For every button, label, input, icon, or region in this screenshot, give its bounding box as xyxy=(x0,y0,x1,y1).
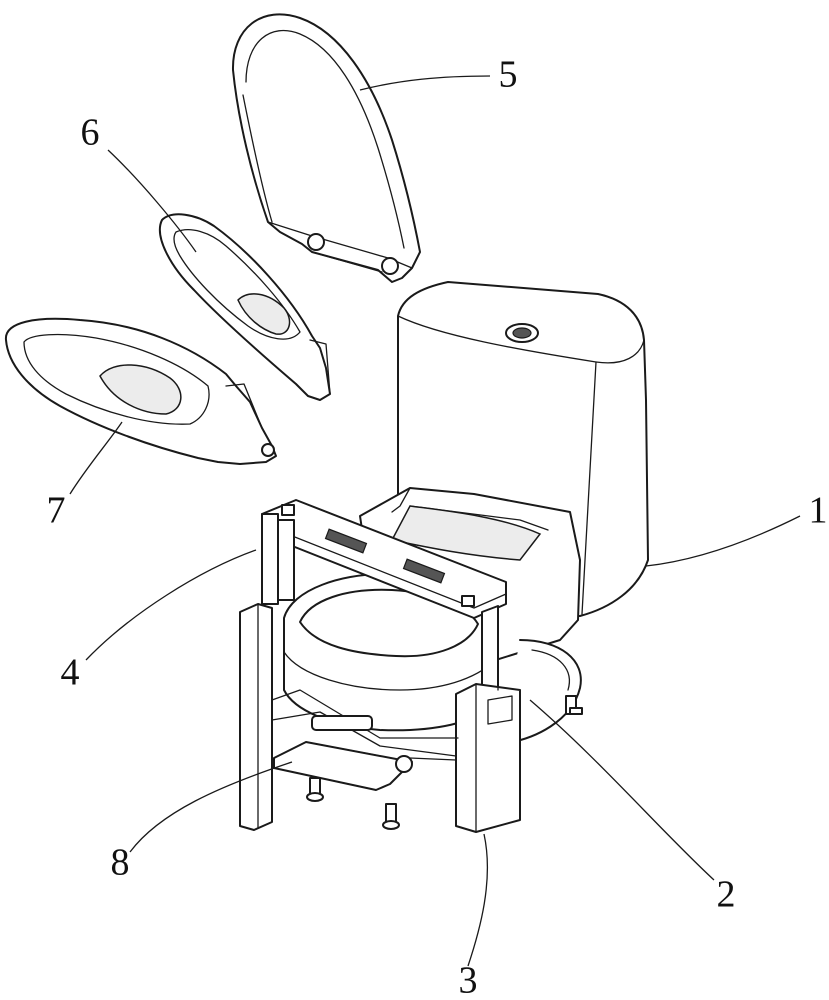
callout-5: 5 xyxy=(499,54,518,96)
leader-8 xyxy=(129,761,293,853)
callout-7: 7 xyxy=(47,490,66,532)
leader-6 xyxy=(107,149,197,253)
leader-1 xyxy=(645,515,801,567)
callout-6: 6 xyxy=(81,112,100,154)
step-pedal-part xyxy=(273,741,413,830)
toilet-body-part xyxy=(283,281,649,745)
leader-lines xyxy=(69,75,801,967)
callout-1: 1 xyxy=(809,490,828,532)
callout-2: 2 xyxy=(717,874,736,916)
leader-5 xyxy=(359,75,491,91)
callout-3: 3 xyxy=(459,960,478,1000)
lid-cover-part xyxy=(231,13,421,283)
leader-2 xyxy=(529,699,715,881)
callout-labels: 1 2 3 4 5 6 7 8 xyxy=(47,54,828,1000)
leader-4 xyxy=(85,549,257,661)
leader-7 xyxy=(69,421,123,495)
callout-8: 8 xyxy=(111,842,130,884)
leader-3 xyxy=(467,833,489,967)
seat-ring-part xyxy=(158,213,331,401)
callout-4: 4 xyxy=(61,652,80,694)
seat-cushion-part xyxy=(4,317,277,465)
lift-legs-part xyxy=(239,513,521,833)
